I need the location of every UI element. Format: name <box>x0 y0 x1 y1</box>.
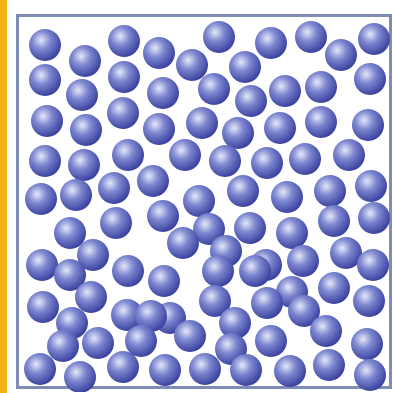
particle <box>176 49 208 81</box>
particle <box>352 109 384 141</box>
particle <box>310 315 342 347</box>
particle <box>357 249 389 281</box>
particle <box>202 255 234 287</box>
particle <box>70 114 102 146</box>
particle <box>287 245 319 277</box>
particle <box>108 61 140 93</box>
particle <box>230 354 262 386</box>
particle <box>276 217 308 249</box>
particle <box>66 79 98 111</box>
particle <box>108 25 140 57</box>
particle <box>198 73 230 105</box>
particle <box>305 71 337 103</box>
particle <box>203 21 235 53</box>
accent-bar <box>0 0 7 393</box>
particle <box>64 361 96 392</box>
particle-container <box>16 14 392 389</box>
particle <box>29 145 61 177</box>
particle <box>353 285 385 317</box>
particle <box>239 255 271 287</box>
particle <box>251 147 283 179</box>
particle <box>107 97 139 129</box>
particle <box>269 75 301 107</box>
particle <box>24 353 56 385</box>
particle <box>82 327 114 359</box>
particle <box>274 355 306 387</box>
particle <box>26 249 58 281</box>
particle <box>189 353 221 385</box>
particle <box>147 200 179 232</box>
particle <box>313 349 345 381</box>
particle <box>169 139 201 171</box>
particle <box>143 113 175 145</box>
particle <box>255 325 287 357</box>
particle <box>27 291 59 323</box>
particle <box>149 354 181 386</box>
particle <box>60 179 92 211</box>
particle <box>251 287 283 319</box>
particle <box>227 175 259 207</box>
particle <box>209 145 241 177</box>
particle <box>183 185 215 217</box>
particle <box>75 281 107 313</box>
particle <box>29 29 61 61</box>
particle <box>186 107 218 139</box>
particle <box>325 39 357 71</box>
particles-layer <box>19 17 394 392</box>
particle <box>318 205 350 237</box>
particle <box>107 351 139 383</box>
particle <box>271 181 303 213</box>
particle <box>314 175 346 207</box>
particle <box>234 212 266 244</box>
particle <box>222 117 254 149</box>
particle <box>255 27 287 59</box>
particle <box>295 21 327 53</box>
particle <box>289 143 321 175</box>
particle <box>235 85 267 117</box>
particle <box>148 265 180 297</box>
particle <box>305 106 337 138</box>
particle <box>333 139 365 171</box>
particle <box>318 272 350 304</box>
particle <box>147 77 179 109</box>
particle <box>98 172 130 204</box>
particle <box>112 255 144 287</box>
particle <box>29 64 61 96</box>
particle <box>100 207 132 239</box>
particle <box>351 328 383 360</box>
particle <box>174 320 206 352</box>
particle <box>264 112 296 144</box>
particle <box>31 105 63 137</box>
particle <box>354 63 386 95</box>
particle <box>143 37 175 69</box>
particle <box>25 183 57 215</box>
particle <box>355 170 387 202</box>
particle <box>112 139 144 171</box>
particle <box>358 23 390 55</box>
particle <box>167 227 199 259</box>
particle <box>137 165 169 197</box>
particle <box>229 51 261 83</box>
particle <box>47 330 79 362</box>
particle <box>125 325 157 357</box>
particle <box>68 149 100 181</box>
particle <box>358 202 390 234</box>
particle <box>354 359 386 391</box>
particle <box>69 45 101 77</box>
